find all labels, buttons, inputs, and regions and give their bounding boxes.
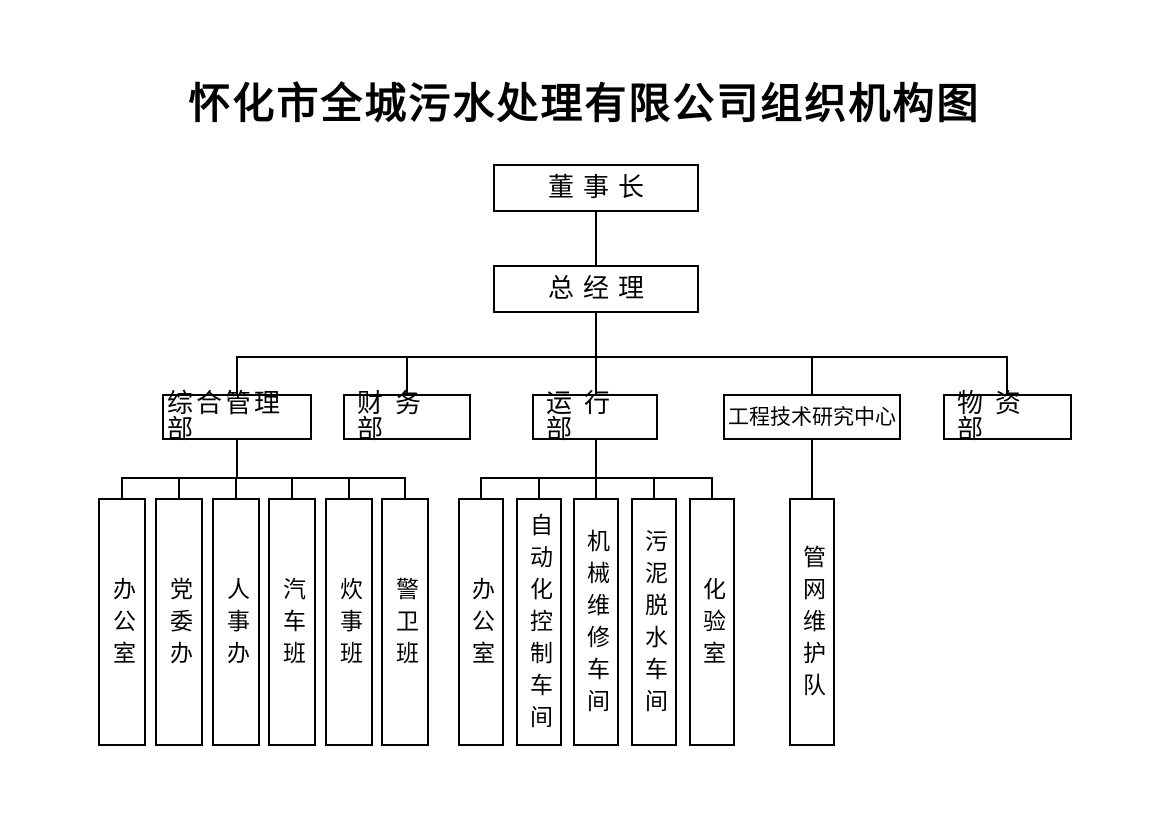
connector-stub-a2 <box>178 478 180 499</box>
connector-stub-a4 <box>291 478 293 499</box>
node-sub-sludge-dewatering-workshop: 污泥脱水车间 <box>631 498 677 746</box>
connector-dept4-drop <box>811 440 813 499</box>
node-sub-cooking-team: 炊事班 <box>325 498 373 746</box>
node-sub-vehicle-team: 汽车班 <box>268 498 316 746</box>
node-dept-materials: 物资部 <box>943 391 1072 443</box>
connector-stub-b1 <box>480 478 482 499</box>
node-sub-guard-team: 警卫班 <box>381 498 429 746</box>
connector-chairman-gm <box>595 212 597 265</box>
node-sub-automation-control-workshop: 自动化控制车间 <box>516 498 562 746</box>
node-sub-pipe-network-maintenance-team: 管网维护队 <box>789 498 835 746</box>
connector-stub-dept-2 <box>406 357 408 395</box>
node-dept-operations: 运行部 <box>532 391 658 443</box>
node-sub-admin-office: 办公室 <box>98 498 146 746</box>
connector-stub-b2 <box>538 478 540 499</box>
connector-stub-dept-3 <box>595 357 597 395</box>
connector-dept-rail <box>236 356 1008 358</box>
connector-stub-a5 <box>348 478 350 499</box>
node-sub-mechanical-maintenance-workshop: 机械维修车间 <box>573 498 619 746</box>
connector-dept1-rail <box>121 477 406 479</box>
node-dept-engineering-research-center: 工程技术研究中心 <box>723 394 901 440</box>
node-general-manager: 总经理 <box>493 265 699 313</box>
connector-gm-drop <box>595 313 597 357</box>
node-sub-laboratory: 化验室 <box>689 498 735 746</box>
connector-stub-a1 <box>121 478 123 499</box>
node-dept-finance: 财务部 <box>343 391 471 443</box>
node-sub-party-committee-office: 党委办 <box>155 498 203 746</box>
connector-dept1-drop <box>236 440 238 478</box>
connector-stub-dept-1 <box>236 357 238 395</box>
connector-dept3-drop <box>595 440 597 478</box>
node-chairman: 董事长 <box>493 164 699 212</box>
node-dept-comprehensive-management: 综合管理部 <box>162 391 312 443</box>
connector-stub-b5 <box>711 478 713 499</box>
connector-stub-dept-4 <box>811 357 813 395</box>
connector-stub-a3 <box>235 478 237 499</box>
connector-stub-dept-5 <box>1006 357 1008 395</box>
node-sub-operations-office: 办公室 <box>458 498 504 746</box>
connector-stub-b4 <box>653 478 655 499</box>
connector-stub-a6 <box>404 478 406 499</box>
page-title: 怀化市全城污水处理有限公司组织机构图 <box>188 82 981 128</box>
node-sub-personnel-office: 人事办 <box>212 498 260 746</box>
connector-stub-b3 <box>595 478 597 499</box>
